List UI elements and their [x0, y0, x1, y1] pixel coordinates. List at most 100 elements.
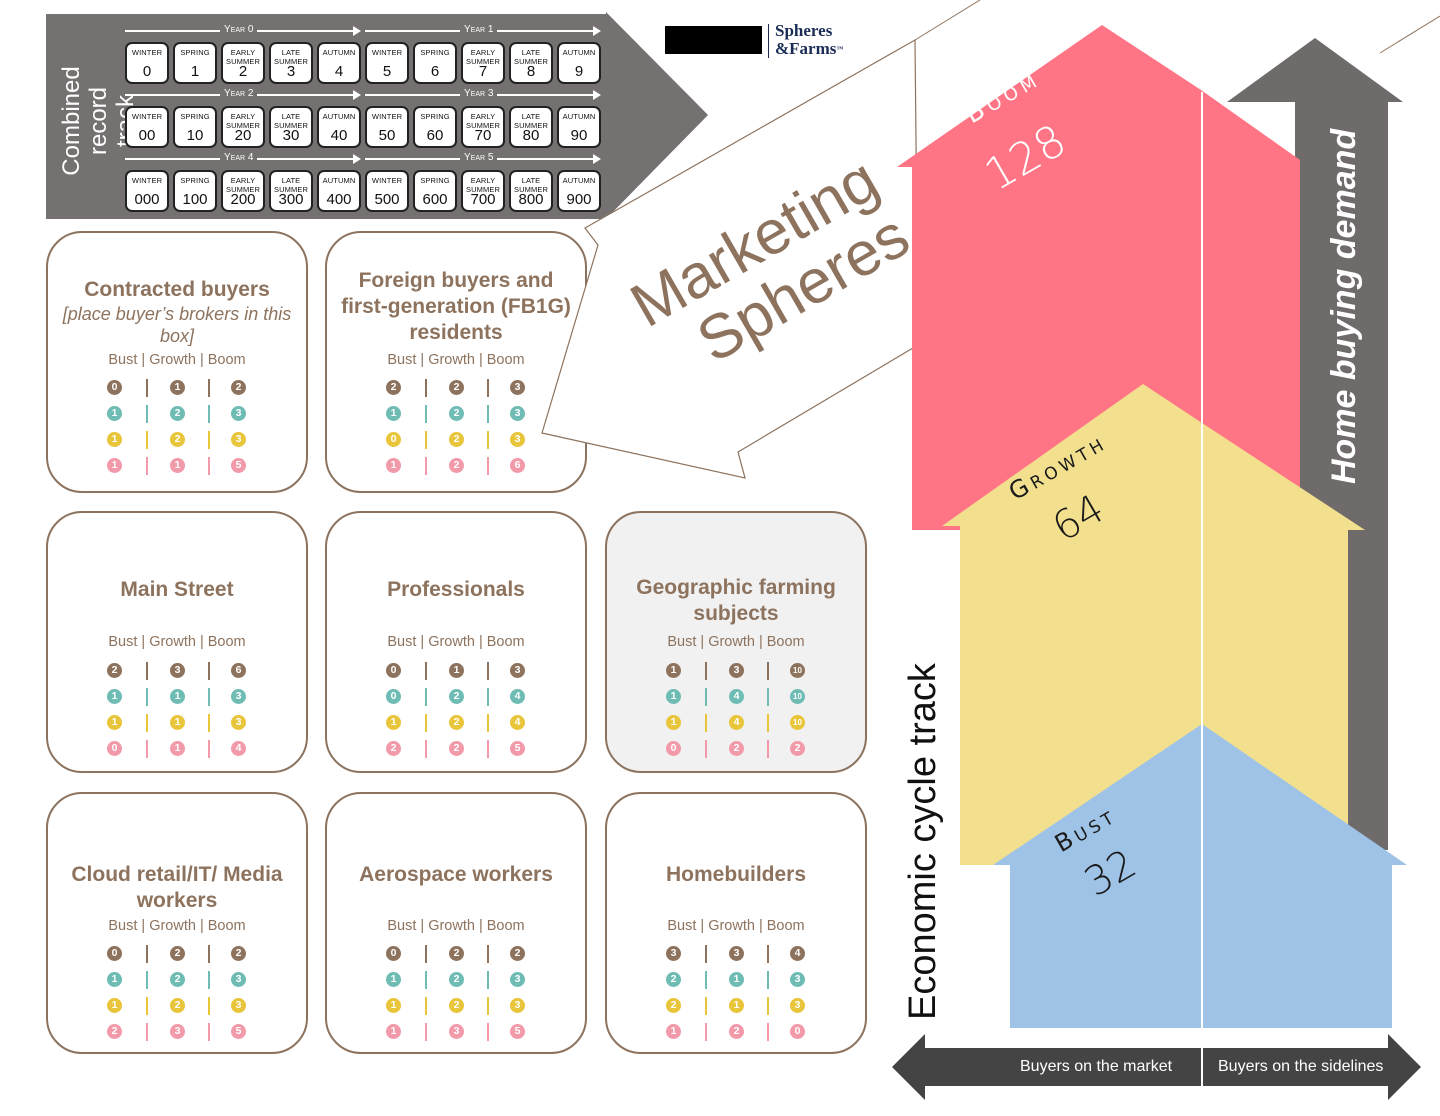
column-divider	[208, 379, 210, 397]
sphere-title: Homebuilders	[615, 862, 857, 888]
count-marker: 1	[107, 406, 122, 421]
season-label: Autumn	[322, 112, 356, 121]
record-track-space[interactable]: Early Summer20	[221, 106, 265, 148]
column-divider	[767, 1023, 769, 1041]
season-label: Early Summer	[226, 48, 260, 66]
count-marker: 0	[790, 1024, 805, 1039]
count-marker: 1	[170, 689, 185, 704]
record-track-space[interactable]: Early Summer7	[461, 42, 505, 84]
season-label: Autumn	[322, 176, 356, 185]
record-track-space[interactable]: Winter500	[365, 170, 409, 212]
record-track-space[interactable]: Early Summer200	[221, 170, 265, 212]
column-divider	[208, 457, 210, 475]
record-value: 100	[182, 191, 208, 208]
sphere-title: Contracted buyers[place buyer’s brokers …	[56, 277, 298, 347]
count-marker: 2	[386, 380, 401, 395]
column-divider	[705, 740, 707, 758]
season-label: Late Summer	[274, 112, 308, 130]
record-track-space[interactable]: Winter000	[125, 170, 169, 212]
record-track-space[interactable]: Autumn40	[317, 106, 361, 148]
record-value: 6	[430, 63, 440, 80]
record-value: 30	[282, 127, 300, 144]
record-track-space[interactable]: Winter 00	[125, 106, 169, 148]
count-marker: 0	[386, 432, 401, 447]
column-divider	[146, 1023, 148, 1041]
count-marker: 3	[510, 406, 525, 421]
column-divider	[425, 662, 427, 680]
record-track-space[interactable]: Autumn400	[317, 170, 361, 212]
buyers-axis-arrow	[892, 1034, 1421, 1100]
record-track-space[interactable]: Late Summer80	[509, 106, 553, 148]
sphere-box[interactable]: Contracted buyers[place buyer’s brokers …	[46, 231, 308, 493]
count-marker: 2	[170, 972, 185, 987]
count-marker: 4	[729, 689, 744, 704]
count-marker: 2	[449, 689, 464, 704]
record-track-space[interactable]: Autumn90	[557, 106, 601, 148]
record-track-space[interactable]: Spring6	[413, 42, 457, 84]
sphere-title-text: Geographic farming subjects	[636, 576, 836, 625]
record-track-space[interactable]: Winter0	[125, 42, 169, 84]
count-marker: 2	[666, 998, 681, 1013]
season-label: Autumn	[562, 176, 596, 185]
count-marker: 1	[386, 458, 401, 473]
record-track-space[interactable]: Late Summer30	[269, 106, 313, 148]
count-marker: 3	[510, 998, 525, 1013]
column-divider	[146, 379, 148, 397]
record-track-space[interactable]: Spring10	[173, 106, 217, 148]
sphere-box[interactable]: Foreign buyers and first-generation (FB1…	[325, 231, 587, 493]
record-track-space[interactable]: Autumn9	[557, 42, 601, 84]
sphere-title: Main Street	[56, 577, 298, 603]
column-divider	[487, 1023, 489, 1041]
record-track-space[interactable]: Late Summer800	[509, 170, 553, 212]
record-value: 000	[134, 191, 160, 208]
record-track-space[interactable]: Late Summer300	[269, 170, 313, 212]
count-marker: 2	[729, 741, 744, 756]
record-track-space[interactable]: Spring600	[413, 170, 457, 212]
count-marker: 1	[449, 663, 464, 678]
record-track-space[interactable]: Winter5	[365, 42, 409, 84]
record-value: 8	[526, 63, 536, 80]
season-label: Winter	[371, 48, 403, 57]
count-marker: 2	[231, 380, 246, 395]
count-marker: 5	[231, 458, 246, 473]
record-track-space[interactable]: Spring1	[173, 42, 217, 84]
record-track-space[interactable]: Late Summer3	[269, 42, 313, 84]
count-marker: 4	[231, 741, 246, 756]
record-track-space[interactable]: Spring60	[413, 106, 457, 148]
record-value: 60	[426, 127, 444, 144]
arrow-head-icon	[593, 90, 601, 100]
count-marker: 1	[666, 715, 681, 730]
count-marker: 3	[231, 689, 246, 704]
record-track-space[interactable]: Early Summer2	[221, 42, 265, 84]
record-track-space[interactable]: Autumn900	[557, 170, 601, 212]
sphere-title-text: Foreign buyers and first-generation (FB1…	[341, 269, 571, 344]
record-value: 00	[138, 127, 156, 144]
record-track-space[interactable]: Autumn4	[317, 42, 361, 84]
record-track-space[interactable]: Winter50	[365, 106, 409, 148]
count-marker: 1	[107, 972, 122, 987]
count-marker: 3	[790, 998, 805, 1013]
record-value: 1	[190, 63, 200, 80]
column-divider	[425, 457, 427, 475]
record-track-space[interactable]: Late Summer8	[509, 42, 553, 84]
count-marker: 3	[231, 406, 246, 421]
count-marker: 5	[510, 741, 525, 756]
season-label: Winter	[131, 112, 163, 121]
season-label: Autumn	[562, 112, 596, 121]
record-track-space[interactable]: Early Summer700	[461, 170, 505, 212]
record-track-space[interactable]: Spring100	[173, 170, 217, 212]
count-marker: 3	[231, 432, 246, 447]
sphere-subtitle: [place buyer’s brokers in this box]	[62, 304, 292, 346]
record-track-space[interactable]: Early Summer70	[461, 106, 505, 148]
